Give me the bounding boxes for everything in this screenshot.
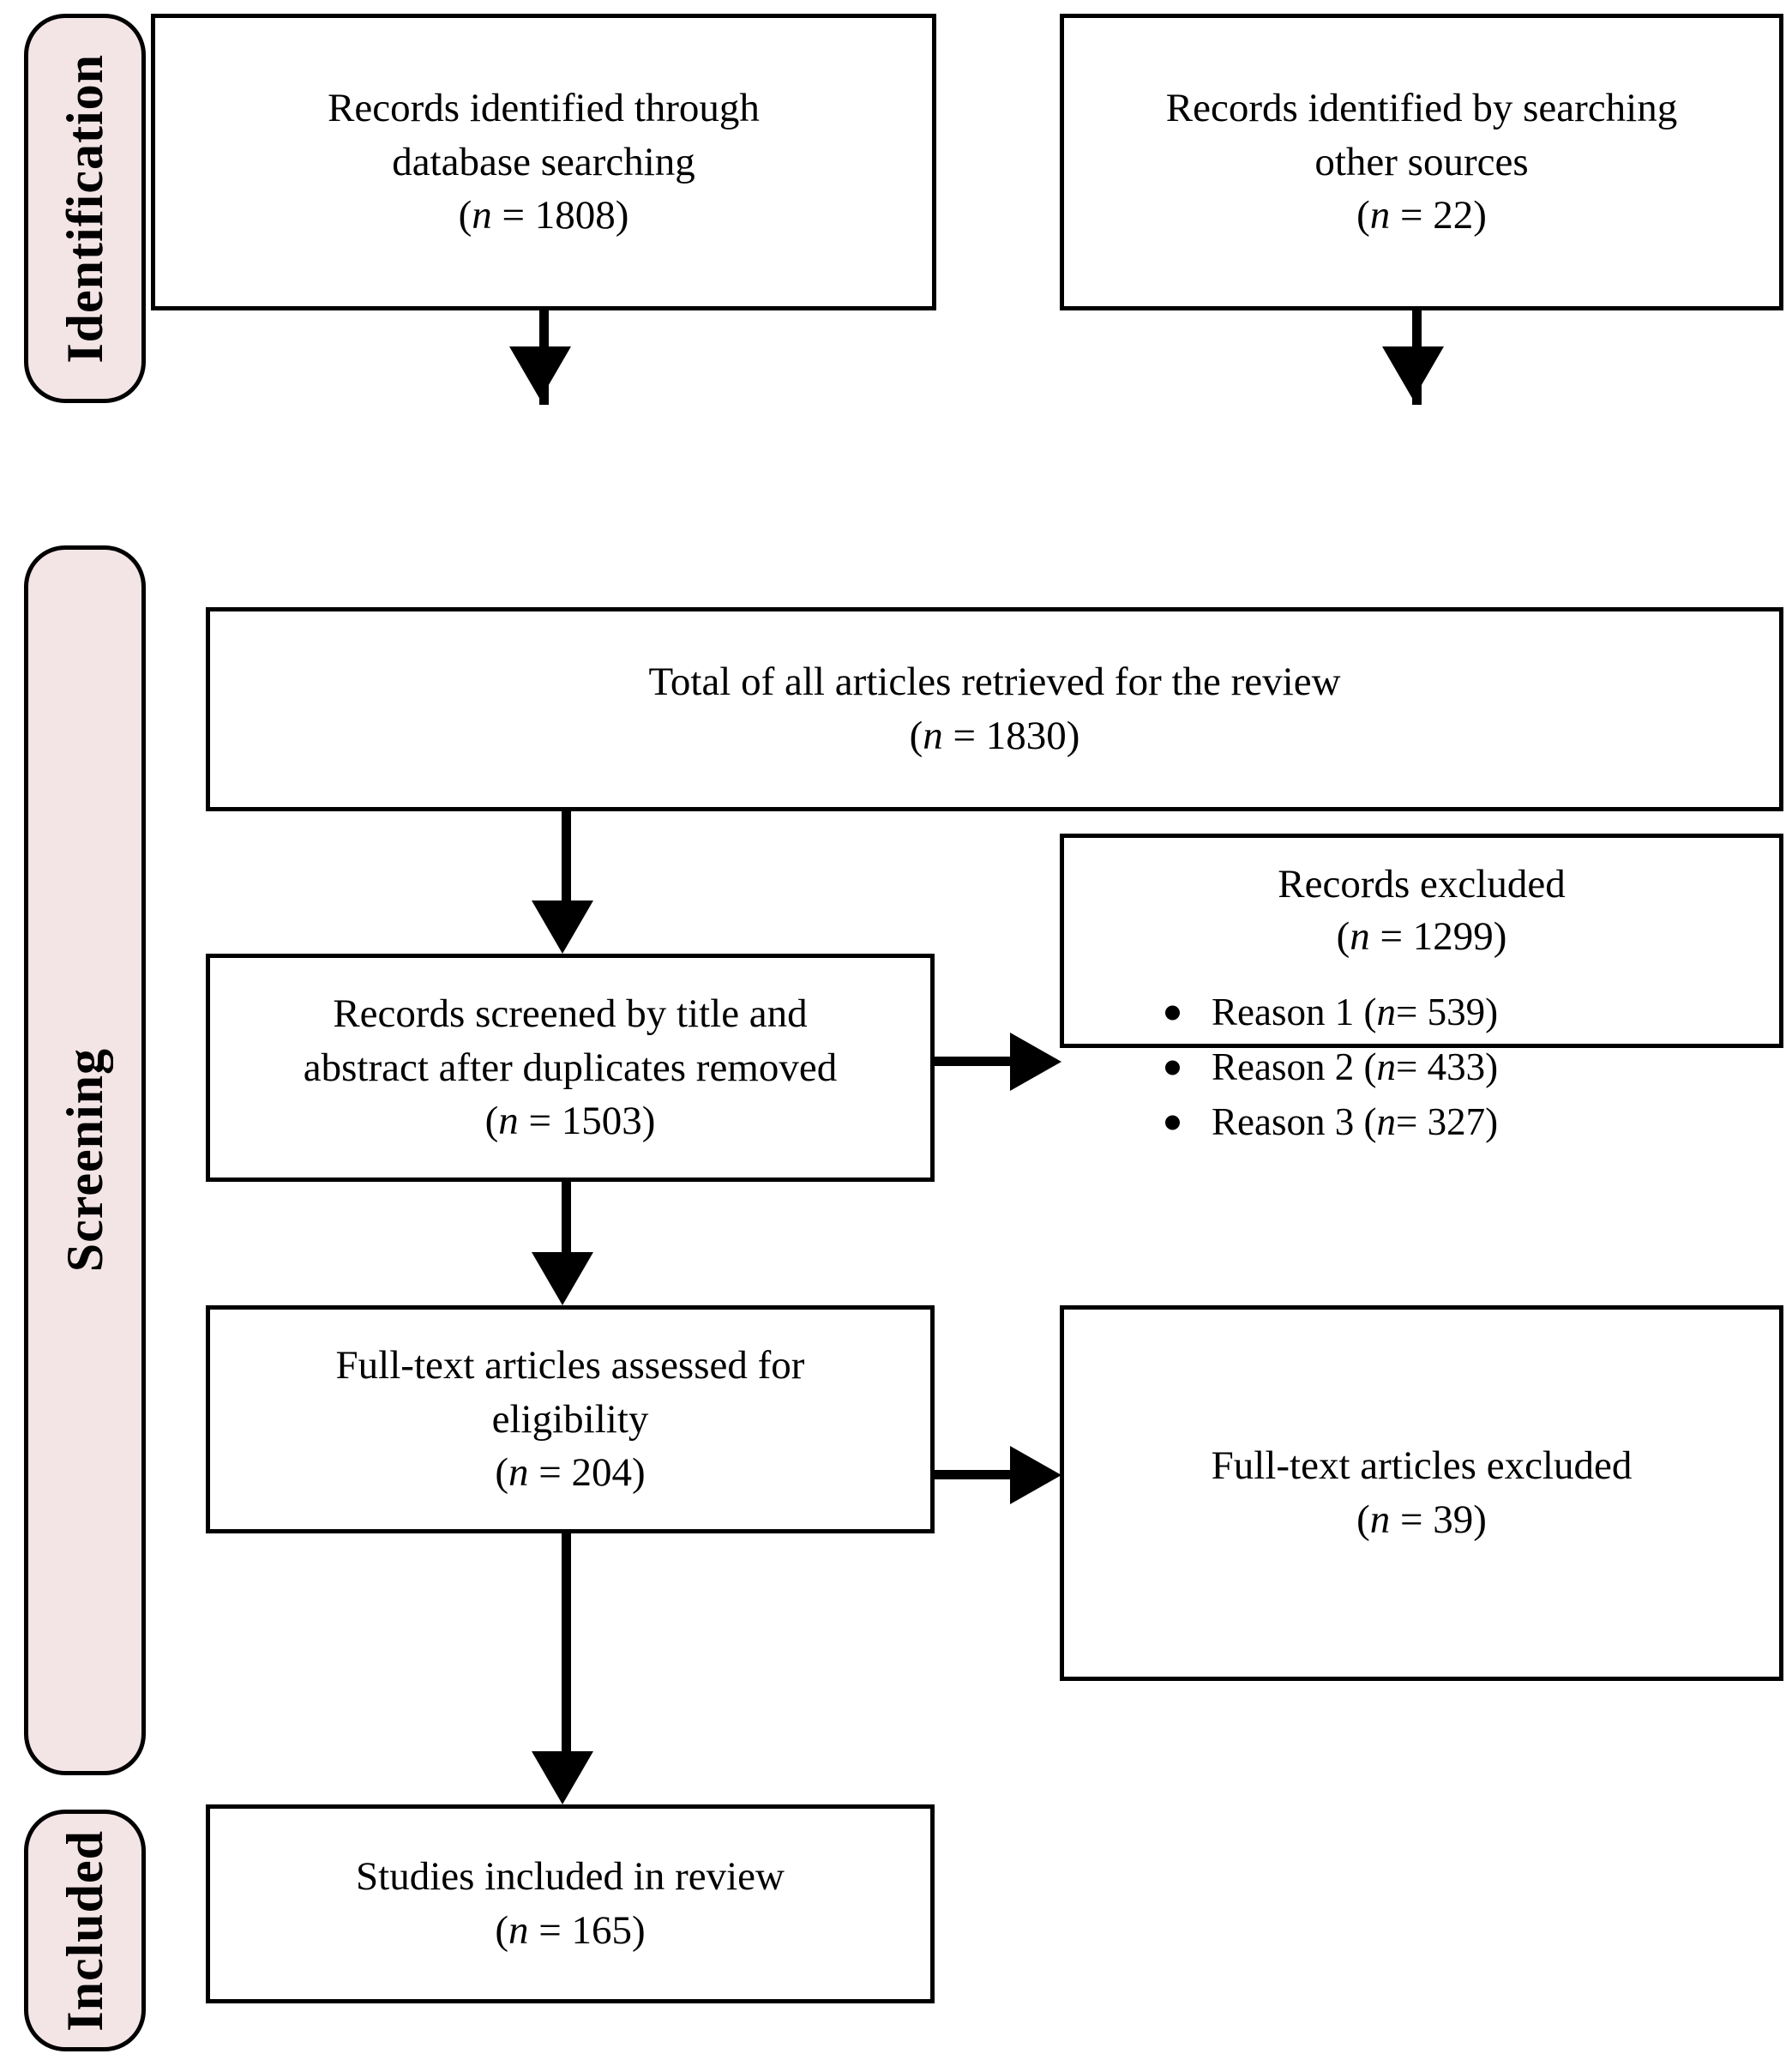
paren-open: ( <box>1336 914 1350 960</box>
n-variable: n <box>1376 1045 1396 1089</box>
box-records-identified-database: Records identified through database sear… <box>151 14 936 310</box>
box-rec-excluded-line1: Records excluded <box>1278 862 1566 907</box>
n-variable: n <box>1350 914 1370 960</box>
box-ft-excluded-count: (n = 39) <box>1356 1493 1487 1547</box>
box-studies-included: Studies included in review (n = 165) <box>206 1804 935 2003</box>
arrow-down-icon <box>532 1252 593 1305</box>
count-value: = 1299) <box>1380 914 1507 960</box>
count-value: = 204) <box>538 1450 646 1496</box>
stage-label-included: Included <box>24 1810 146 2051</box>
paren-open: ( <box>484 1099 499 1144</box>
reason-label: Reason 1 ( <box>1212 991 1377 1034</box>
box-included-count: (n = 165) <box>495 1904 645 1958</box>
box-other-src-count: (n = 22) <box>1356 189 1487 243</box>
box-fulltext-excluded: Full-text articles excluded (n = 39) <box>1060 1305 1783 1681</box>
box-fulltext-line1: Full-text articles assessed for <box>335 1342 805 1388</box>
n-variable: n <box>1369 1497 1391 1542</box>
stage-label-screening: Screening <box>24 545 146 1775</box>
n-variable: n <box>472 193 492 238</box>
arrow-down-icon <box>509 346 571 400</box>
box-records-identified-other-sources: Records identified by searching other so… <box>1060 14 1783 310</box>
box-ft-excluded-line1: Full-text articles excluded <box>1211 1443 1633 1489</box>
reason-count: = 539) <box>1395 991 1499 1034</box>
box-db-search-line1: Records identified through <box>328 85 760 130</box>
box-records-excluded: Records excluded (n = 1299) Reason 1 (n=… <box>1060 834 1783 1143</box>
box-db-search-line2: database searching <box>392 139 695 184</box>
box-fulltext-assessed: Full-text articles assessed for eligibil… <box>206 1305 935 1533</box>
arrow-right-icon <box>1010 1033 1061 1091</box>
stage-label-identification-text: Identification <box>57 53 113 364</box>
box-included-line1: Studies included in review <box>356 1854 785 1900</box>
n-variable: n <box>1376 991 1396 1034</box>
box-total-line1: Total of all articles retrieved for the … <box>648 660 1341 705</box>
paren-open: ( <box>458 193 472 238</box>
list-item: Reason 3 (n= 327) <box>1158 1095 1498 1150</box>
n-variable: n <box>923 714 943 758</box>
list-item: Reason 2 (n= 433) <box>1158 1040 1498 1095</box>
n-variable: n <box>498 1099 519 1144</box>
arrow-right-icon <box>1010 1446 1061 1504</box>
reason-label: Reason 2 ( <box>1212 1045 1377 1089</box>
reason-count: = 433) <box>1395 1045 1499 1089</box>
arrow-down-icon <box>532 900 593 954</box>
stage-label-identification: Identification <box>24 14 146 403</box>
box-other-src-line2: other sources <box>1314 139 1529 184</box>
count-value: = 22) <box>1399 193 1487 238</box>
connector-screened-to-records-excluded <box>935 1057 1017 1066</box>
box-total-count: (n = 1830) <box>910 709 1080 763</box>
list-item: Reason 1 (n= 539) <box>1158 985 1498 1040</box>
reason-label: Reason 3 ( <box>1212 1099 1377 1143</box>
box-screened-line1: Records screened by title and <box>333 991 808 1036</box>
count-value: = 1503) <box>528 1099 656 1144</box>
arrow-down-icon <box>532 1751 593 1804</box>
connector-total-to-screened <box>562 811 571 907</box>
box-total-articles-retrieved: Total of all articles retrieved for the … <box>206 607 1783 811</box>
n-variable: n <box>1369 193 1391 238</box>
stage-label-screening-text: Screening <box>57 1048 113 1273</box>
connector-fulltext-to-fulltext-excluded <box>935 1470 1017 1479</box>
box-fulltext-count: (n = 204) <box>495 1446 645 1500</box>
box-rec-excluded-count: (n = 1299) <box>1337 911 1507 963</box>
count-value: = 1830) <box>953 714 1080 758</box>
n-variable: n <box>508 1450 529 1496</box>
box-other-src-line1: Records identified by searching <box>1165 85 1678 130</box>
arrow-down-icon <box>1382 346 1444 400</box>
n-variable: n <box>1376 1099 1396 1143</box>
connector-screened-to-fulltext <box>562 1182 571 1257</box>
paren-open: ( <box>909 714 923 758</box>
box-records-screened: Records screened by title and abstract a… <box>206 954 935 1182</box>
n-variable: n <box>508 1908 529 1953</box>
count-value: = 39) <box>1399 1497 1487 1542</box>
paren-open: ( <box>495 1450 508 1496</box>
exclusion-reason-list: Reason 1 (n= 539) Reason 2 (n= 433) Reas… <box>1158 985 1498 1150</box>
paren-open: ( <box>495 1908 508 1953</box>
paren-open: ( <box>1356 1497 1370 1542</box>
stage-label-included-text: Included <box>57 1829 113 2032</box>
count-value: = 165) <box>538 1908 646 1953</box>
box-screened-count: (n = 1503) <box>485 1094 656 1148</box>
count-value: = 1808) <box>502 193 629 238</box>
box-fulltext-line2: eligibility <box>491 1396 649 1442</box>
paren-open: ( <box>1356 193 1370 238</box>
box-screened-line2: abstract after duplicates removed <box>303 1045 838 1090</box>
box-db-search-count: (n = 1808) <box>459 189 629 243</box>
reason-count: = 327) <box>1395 1099 1499 1143</box>
connector-fulltext-to-included <box>562 1533 571 1756</box>
